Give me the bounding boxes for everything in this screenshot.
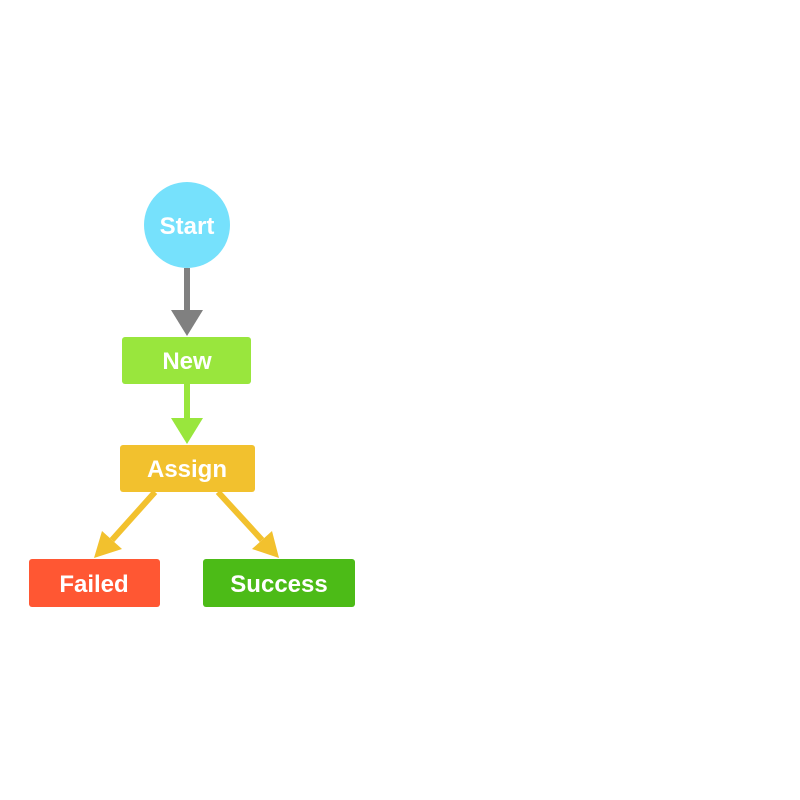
edge-assign-to-success-line xyxy=(215,489,265,543)
edge-assign-to-failed xyxy=(94,489,158,558)
node-success[interactable]: Success xyxy=(203,559,355,607)
edge-start-to-new xyxy=(171,268,203,336)
node-new-label: New xyxy=(162,348,212,375)
edge-new-to-assign-arrowhead xyxy=(171,418,203,444)
node-start-label: Start xyxy=(160,213,215,240)
node-start-shape xyxy=(144,182,230,268)
node-failed-shape xyxy=(29,559,160,607)
edge-assign-to-success xyxy=(215,489,279,558)
edge-assign-to-failed-line xyxy=(109,489,158,543)
node-failed-label: Failed xyxy=(59,571,128,598)
edge-new-to-assign xyxy=(171,384,203,444)
node-assign[interactable]: Assign xyxy=(120,445,255,492)
edge-assign-to-failed-arrowhead xyxy=(94,531,122,558)
node-success-shape xyxy=(203,559,355,607)
node-assign-label: Assign xyxy=(147,456,227,483)
node-assign-shape xyxy=(120,445,255,492)
node-new[interactable]: New xyxy=(122,337,251,384)
node-start[interactable]: Start xyxy=(144,182,230,268)
edge-assign-to-success-arrowhead xyxy=(252,531,279,558)
node-success-label: Success xyxy=(230,571,327,598)
edge-start-to-new-arrowhead xyxy=(171,310,203,336)
node-failed[interactable]: Failed xyxy=(29,559,160,607)
node-new-shape xyxy=(122,337,251,384)
